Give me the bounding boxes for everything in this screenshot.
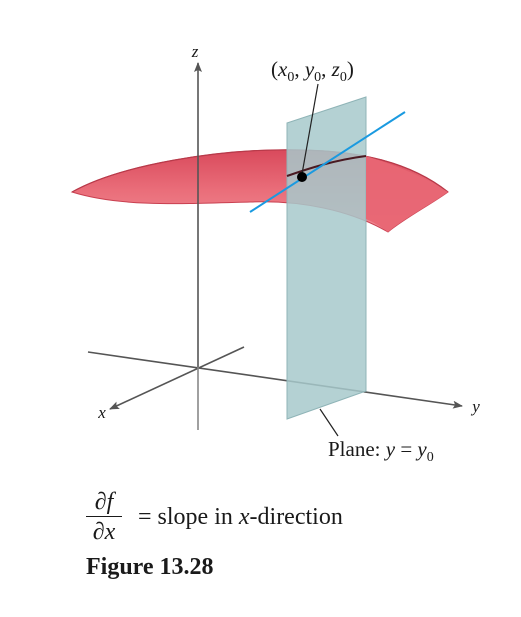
y-axis-label: y (470, 397, 480, 416)
point-x0-y0-z0 (297, 172, 307, 182)
y-axis (87, 351, 463, 409)
partial-derivative-formula: ∂f ∂x = slope in x-direction (86, 486, 486, 548)
point-label: (x0, y0, z0) (271, 57, 354, 85)
surface-front-edge (366, 156, 448, 232)
figure-number: Figure 13.28 (86, 554, 214, 580)
caption: ∂f ∂x = slope in x-direction Figure 13.2… (86, 486, 486, 581)
tangent-line (249, 111, 406, 213)
plane-label: Plane: y = y0 (328, 437, 434, 465)
fraction-numerator: ∂f (94, 489, 114, 515)
point-leader-line (301, 83, 319, 175)
x-axis (109, 346, 245, 410)
fraction-bar (86, 516, 122, 517)
plane-leader-line (319, 408, 339, 437)
z-axis-label: z (191, 42, 199, 61)
x-axis-label: x (97, 403, 106, 422)
partial-fraction: ∂f ∂x (86, 489, 122, 545)
fraction-denominator: ∂x (92, 519, 116, 545)
formula-description: = slope in x-direction (132, 503, 343, 530)
